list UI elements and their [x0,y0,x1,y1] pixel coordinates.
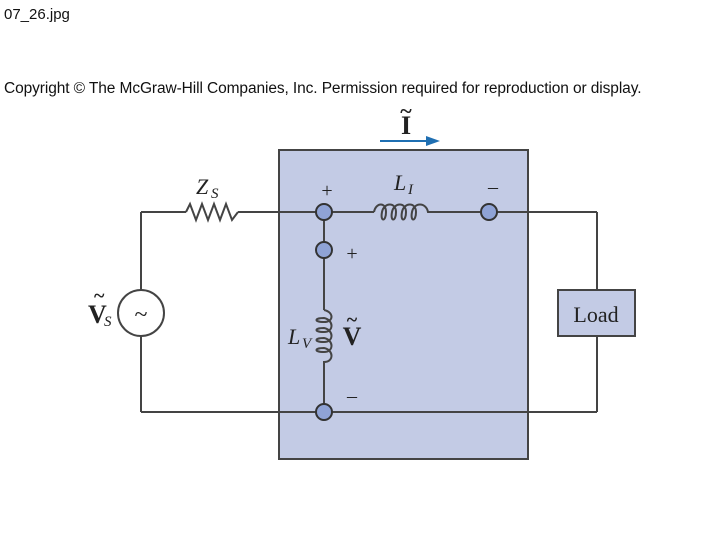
load-label: Load [573,302,618,327]
terminal-top-right [480,203,498,221]
minus-shunt-marker: – [346,385,358,407]
source-voltage-tilde: ~ [94,285,105,307]
shunt-inductor-subscript: V [302,336,313,352]
series-inductor-subscript: I [407,182,414,198]
ac-source-symbol: ~ [135,302,148,328]
series-inductor [373,203,434,221]
shunt-inductor [315,309,333,368]
plus-shunt-marker: + [346,243,357,265]
ac-source [117,289,165,337]
source-impedance-resistor [185,201,239,223]
plus-top-marker: + [321,180,332,202]
current-arrow [380,136,440,146]
terminal-top-left [315,203,333,221]
voltage-label: V [343,322,362,351]
terminal-shunt-top [315,241,333,259]
shunt-inductor-label: L [287,324,300,349]
minus-top-marker: – [487,176,499,198]
load-box [557,289,636,337]
copyright-notice: Copyright © The McGraw-Hill Companies, I… [4,80,642,97]
current-label: I [401,111,411,140]
wires [140,211,598,413]
current-label-tilde: ~ [400,98,412,123]
source-impedance-subscript: S [211,186,219,202]
source-voltage-label: V [88,300,107,329]
source-impedance-label: Z [196,174,209,199]
source-voltage-subscript: S [104,314,112,330]
voltage-label-tilde: ~ [347,309,358,331]
terminal-bottom [315,403,333,421]
series-inductor-label: L [393,170,406,195]
filename-label: 07_26.jpg [4,6,70,23]
terminals [315,203,498,421]
